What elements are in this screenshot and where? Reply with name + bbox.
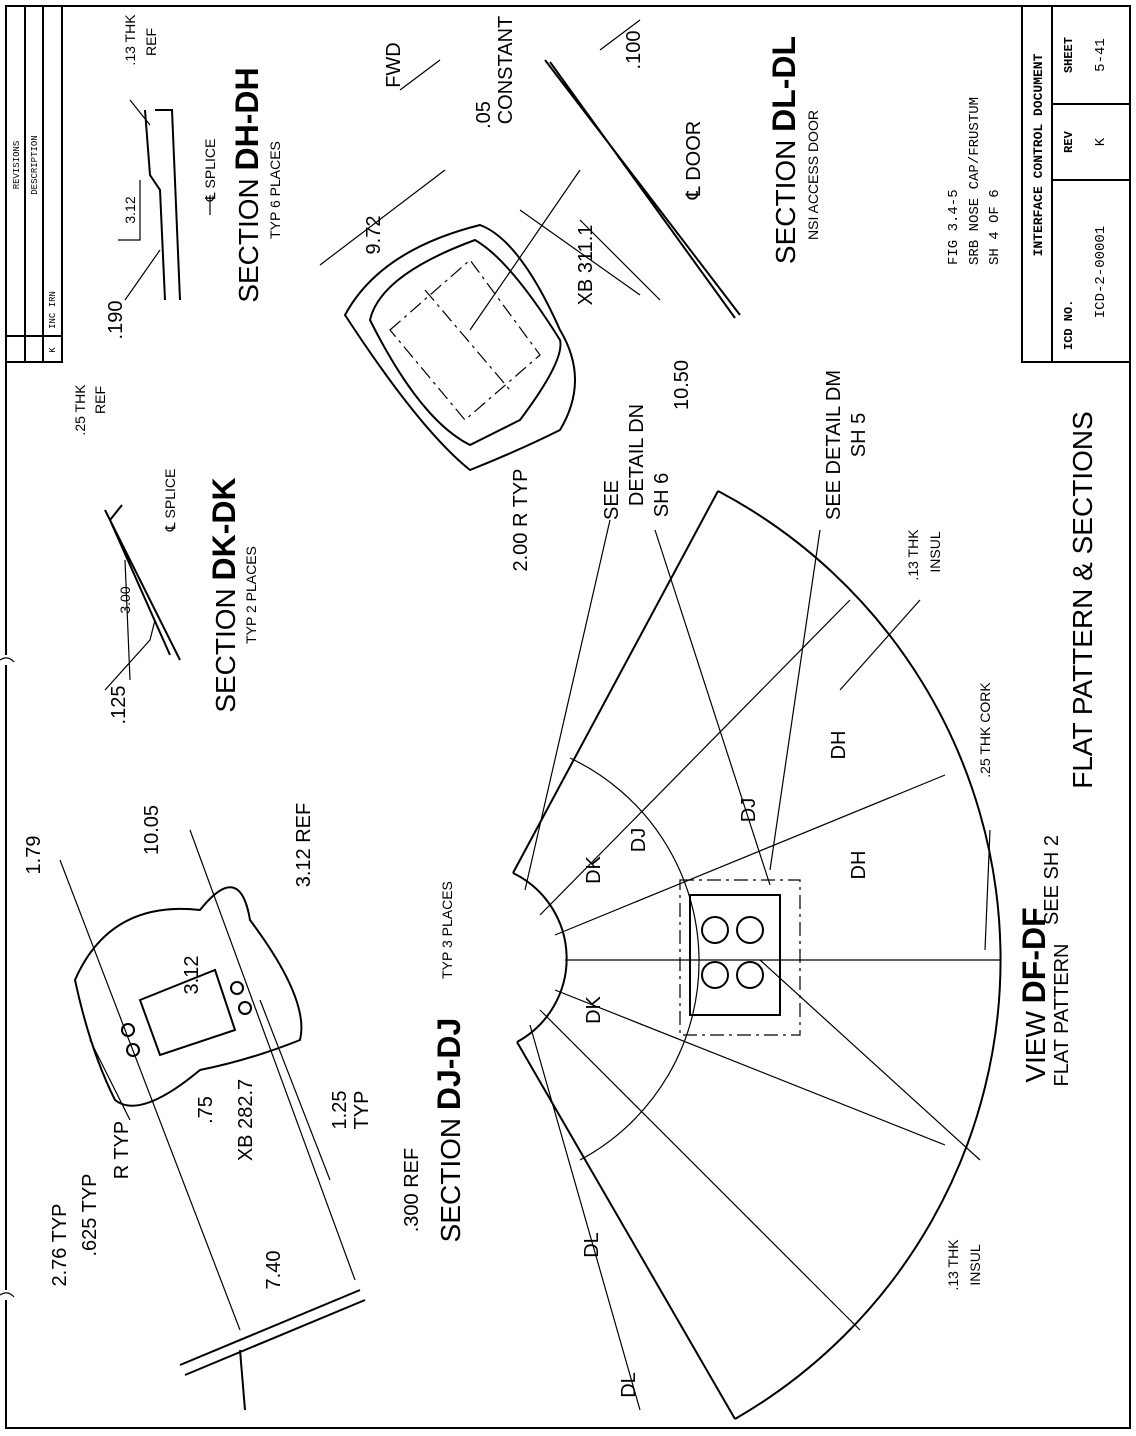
fig-number: FIG 3.4-5 — [946, 189, 962, 265]
title-block: FIG 3.4-5 SRB NOSE CAP/FRUSTUM SH 4 OF 6… — [946, 6, 1130, 363]
note-label: SEE DETAIL DM — [823, 370, 845, 520]
dim-label: .25 THK — [72, 384, 88, 436]
dim-label: 2.76 TYP — [49, 1203, 71, 1286]
dim-label: .300 REF — [401, 1148, 423, 1232]
section-dk-title: SECTION DK-DK — [206, 477, 242, 712]
section-dj-title: SECTION DJ-DJ — [431, 1018, 467, 1243]
revision-description: INC IRN — [48, 291, 58, 329]
section-dl-note: NSI ACCESS DOOR — [805, 110, 821, 240]
view-df-flat-pattern: DK DJ DJ DH DH DK DL DL SEE DETAIL DN SH… — [512, 370, 1098, 1420]
sheet-of: SH 4 OF 6 — [987, 189, 1003, 265]
dim-label: XB 311.1 — [575, 225, 597, 306]
note-label: .13 THK — [905, 529, 921, 581]
sheet-label: SHEET — [1062, 37, 1076, 73]
dim-label: 9.72 — [363, 216, 385, 255]
dim-label: 3.12 — [122, 196, 138, 223]
section-dk-note: TYP 2 PLACES — [243, 546, 259, 644]
dim-label: REF — [143, 28, 159, 56]
dim-label: 10.05 — [141, 805, 163, 855]
dim-label: TYP — [351, 1091, 373, 1130]
dim-label: .190 — [105, 301, 127, 340]
dim-label: R TYP — [111, 1121, 133, 1180]
dim-label: CONSTANT — [495, 16, 517, 125]
icd-number: ICD-2-00001 — [1093, 226, 1109, 318]
note-label: INSUL — [927, 531, 943, 572]
document-type: INTERFACE CONTROL DOCUMENT — [1031, 53, 1046, 256]
callout-dk: DK — [583, 855, 605, 883]
icd-label: ICD NO. — [1062, 300, 1076, 350]
section-dj-dj: 1.79 10.05 3.12 REF 3.12 2.76 TYP .625 T… — [23, 803, 467, 1411]
note-label: SEE — [601, 480, 623, 520]
description-header: DESCRIPTION — [30, 135, 40, 194]
section-dh-note: TYP 6 PLACES — [267, 141, 283, 239]
dim-label: 10.50 — [671, 360, 693, 410]
callout-dh: DH — [828, 731, 850, 760]
revisions-block: REVISIONS DESCRIPTION INC IRN K — [5, 5, 63, 363]
sheet-border — [0, 5, 1131, 1429]
note-label: DETAIL DN — [626, 404, 648, 506]
centerline-label: ℄ SPLICE — [202, 139, 218, 203]
dim-label: .05 — [473, 101, 495, 129]
note-label: INSUL — [967, 1244, 983, 1285]
section-dh-dh: SECTION DH-DH TYP 6 PLACES .13 THK REF 3… — [105, 14, 283, 340]
callout-dj: DJ — [628, 828, 650, 852]
dim-label: REF — [92, 386, 108, 414]
sheet-value: 5-41 — [1093, 38, 1109, 72]
rev-label: REV — [1062, 130, 1076, 152]
sheet-main-title: FLAT PATTERN & SECTIONS — [1067, 411, 1098, 789]
dim-label: 3.12 REF — [293, 803, 315, 887]
fwd-label: FWD — [383, 42, 405, 88]
revisions-header: REVISIONS — [12, 141, 22, 190]
callout-dl: DL — [618, 1372, 640, 1398]
callout-dh: DH — [848, 851, 870, 880]
callout-dj: DJ — [738, 798, 760, 822]
dim-label: 1.79 — [23, 836, 45, 875]
drawing-title: SRB NOSE CAP/FRUSTUM — [967, 97, 983, 265]
callout-dk: DK — [583, 995, 605, 1023]
note-label: .25 THK CORK — [977, 682, 993, 778]
dim-label: 1.25 — [329, 1091, 351, 1130]
dim-label: .100 — [623, 31, 645, 70]
note-label: SH 6 — [651, 473, 673, 517]
centerline-label: ℄ DOOR — [683, 121, 705, 200]
dim-label: .625 TYP — [79, 1173, 101, 1256]
dim-label: 7.40 — [263, 1251, 285, 1290]
rev-value: K — [1093, 137, 1109, 146]
revision-letter: K — [48, 347, 58, 353]
center-fitting — [689, 894, 781, 1016]
section-dl-dl: FWD .05 CONSTANT .100 ℄ DOOR XB 311.1 10… — [319, 16, 821, 572]
note-label: .13 THK — [945, 1239, 961, 1291]
callout-dl: DL — [581, 1232, 603, 1258]
centerline-label: ℄ SPLICE — [162, 469, 178, 533]
dim-label: 2.00 R TYP — [510, 468, 532, 571]
view-df-title: VIEW DF-DF — [1016, 907, 1052, 1082]
dim-label: .75 — [195, 1096, 217, 1124]
dim-label: .125 — [108, 686, 130, 725]
dim-label: 3.00 — [117, 586, 133, 613]
dim-label: .13 THK — [122, 14, 138, 66]
view-subtitle: FLAT PATTERN — [1051, 944, 1073, 1087]
section-dj-note: TYP 3 PLACES — [439, 881, 455, 979]
note-label: SEE SH 2 — [1041, 835, 1063, 925]
dim-label: 3.12 — [181, 956, 203, 995]
section-dh-title: SECTION DH-DH — [229, 67, 265, 302]
dim-label: XB 282.7 — [235, 1079, 257, 1161]
section-dl-title: SECTION DL-DL — [766, 36, 802, 264]
section-dk-dk: SECTION DK-DK TYP 2 PLACES .25 THK REF 3… — [72, 384, 259, 725]
note-label: SH 5 — [848, 413, 870, 457]
